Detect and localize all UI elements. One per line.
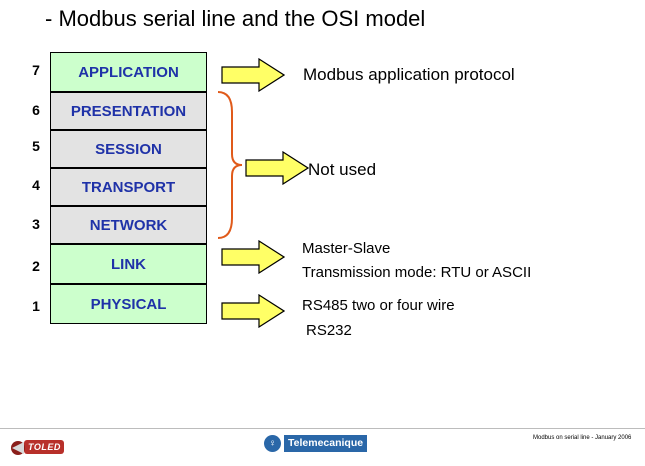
- arrow-right-icon: [245, 151, 309, 185]
- arrow-right-icon: [221, 58, 285, 92]
- layer-number-2: 2: [32, 258, 40, 274]
- toled-logo-icon: [11, 440, 64, 455]
- note-master-slave: Master-Slave: [302, 240, 391, 257]
- layer-transport: TRANSPORT: [50, 168, 207, 206]
- layer-application: APPLICATION: [50, 52, 207, 92]
- telemecanique-icon: ♀: [264, 434, 281, 452]
- layer-session: SESSION: [50, 130, 207, 168]
- layer-number-1: 1: [32, 298, 40, 314]
- telemecanique-logo: ♀ Telemecanique: [264, 434, 372, 452]
- arrow-right-icon: [221, 240, 285, 274]
- layer-number-5: 5: [32, 138, 40, 154]
- layer-link: LINK: [50, 244, 207, 284]
- layer-number-7: 7: [32, 62, 40, 78]
- telemecanique-brand: Telemecanique: [284, 434, 368, 452]
- arrow-right-icon: [221, 294, 285, 328]
- note-transmission-mode: Transmission mode: RTU or ASCII: [302, 264, 532, 281]
- toled-logo-text: TOLED: [28, 442, 61, 452]
- note-application-protocol: Modbus application protocol: [303, 65, 515, 84]
- footer-note: Modbus on serial line - January 2006: [533, 435, 632, 441]
- layer-physical: PHYSICAL: [50, 284, 207, 324]
- grouping-brace: [217, 91, 243, 239]
- slide-title: - Modbus serial line and the OSI model: [45, 6, 426, 31]
- footer-divider: [0, 428, 645, 429]
- layer-network: NETWORK: [50, 206, 207, 244]
- note-rs232: RS232: [306, 322, 352, 339]
- note-rs485: RS485 two or four wire: [302, 297, 455, 314]
- note-not-used: Not used: [308, 160, 377, 179]
- layer-number-4: 4: [32, 177, 40, 193]
- layer-number-3: 3: [32, 216, 40, 232]
- layer-presentation: PRESENTATION: [50, 92, 207, 130]
- layer-number-6: 6: [32, 102, 40, 118]
